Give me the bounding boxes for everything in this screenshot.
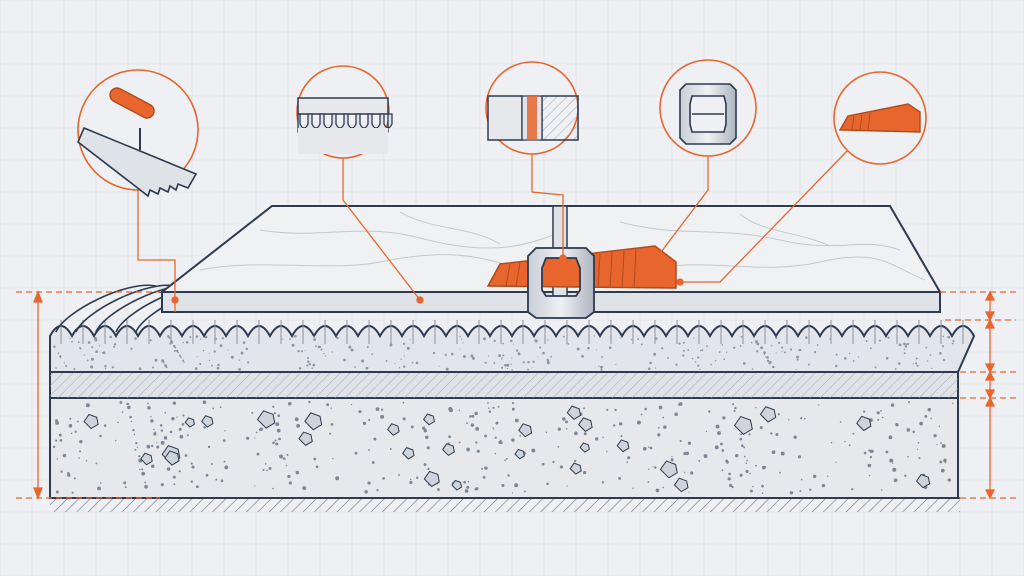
leader-lines xyxy=(137,148,849,312)
callout-leveling-wedge xyxy=(833,71,927,165)
notched-trowel-icon xyxy=(77,87,198,198)
dimension-right-stack xyxy=(940,290,1016,500)
tile-marble-veins xyxy=(199,211,926,281)
callout-notched-trowel xyxy=(77,69,199,198)
grout-joint-icon xyxy=(487,95,579,141)
screed-layer xyxy=(49,371,959,399)
adhesive-ribs xyxy=(60,320,964,344)
callout-bubbles xyxy=(77,59,927,198)
leveling-clip-icon xyxy=(679,83,737,145)
adhesive-ridges-icon xyxy=(297,97,393,154)
leveling-wedge-icon xyxy=(838,103,921,133)
slab-aggregate xyxy=(52,400,954,495)
wedge-teeth xyxy=(505,248,637,289)
adhesive-layer xyxy=(49,284,976,373)
callout-grout-joint xyxy=(485,61,579,155)
callout-leveling-clip xyxy=(659,59,757,157)
concrete-slab-layer xyxy=(49,397,959,499)
leveling-clip xyxy=(527,247,595,319)
callout-adhesive-ridges xyxy=(296,65,393,159)
leveling-system xyxy=(486,245,677,319)
dimension-left-total xyxy=(16,290,160,500)
dimension-markers xyxy=(16,290,1016,500)
ground-line xyxy=(50,497,960,512)
